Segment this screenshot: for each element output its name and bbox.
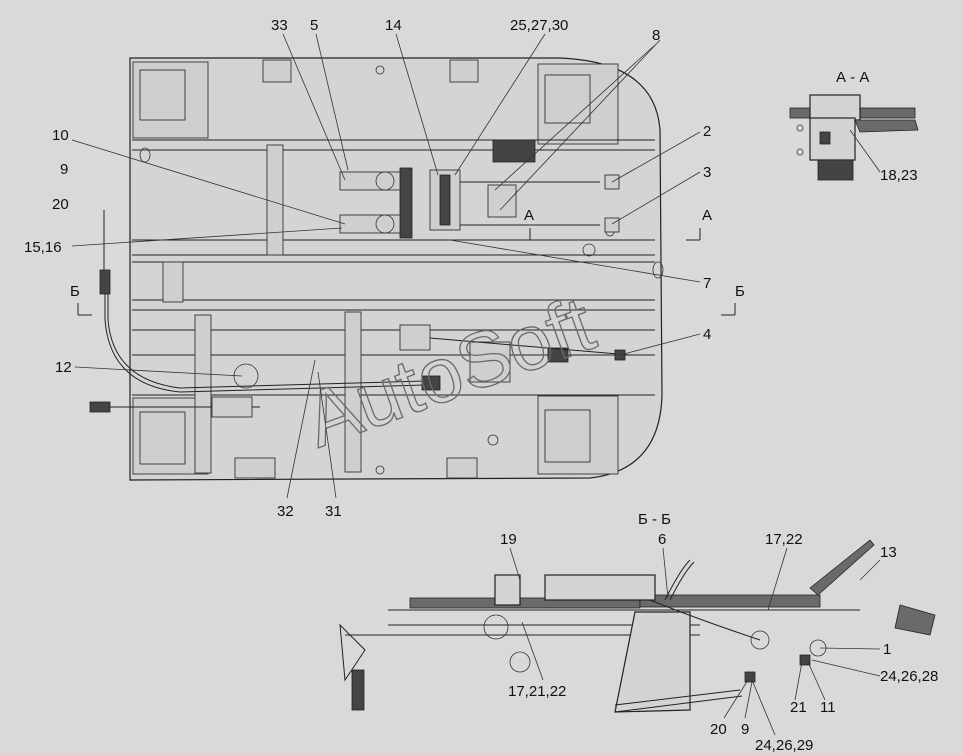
callout-14: 14 bbox=[385, 17, 402, 34]
master-cylinders bbox=[339, 167, 620, 239]
callout-24-26-29: 24,26,29 bbox=[755, 737, 813, 754]
marker-a-right: А bbox=[702, 207, 712, 224]
callout-6: 6 bbox=[658, 531, 666, 548]
marker-a-left: А bbox=[524, 207, 534, 224]
section-aa bbox=[789, 94, 919, 181]
callout-18-23: 18,23 bbox=[880, 167, 918, 184]
callout-9-bottom: 9 bbox=[741, 721, 749, 738]
callout-17-21-22: 17,21,22 bbox=[508, 683, 566, 700]
section-markers: А А Б Б А - А Б - Б bbox=[70, 69, 869, 528]
callout-11: 11 bbox=[820, 699, 836, 716]
callout-3: 3 bbox=[703, 164, 711, 181]
marker-b-right: Б bbox=[735, 283, 745, 300]
leader-lines bbox=[71, 33, 881, 736]
section-bb-title: Б - Б bbox=[638, 511, 671, 528]
callout-7: 7 bbox=[703, 275, 711, 292]
callout-19: 19 bbox=[500, 531, 517, 548]
callout-15-16: 15,16 bbox=[24, 239, 62, 256]
callout-25-27-30: 25,27,30 bbox=[510, 17, 568, 34]
marker-b-left: Б bbox=[70, 283, 80, 300]
callout-13: 13 bbox=[880, 544, 897, 561]
callout-24-26-28: 24,26,28 bbox=[880, 668, 938, 685]
callout-labels: 33 5 14 25,27,30 8 2 3 10 9 20 15,16 7 4… bbox=[24, 17, 938, 754]
callout-8: 8 bbox=[652, 27, 660, 44]
callout-20-top: 20 bbox=[52, 196, 69, 213]
callout-5: 5 bbox=[310, 17, 318, 34]
callout-2: 2 bbox=[703, 123, 711, 140]
callout-17-22: 17,22 bbox=[765, 531, 803, 548]
callout-10: 10 bbox=[52, 127, 69, 144]
callout-33: 33 bbox=[271, 17, 288, 34]
callout-21: 21 bbox=[790, 699, 807, 716]
callout-12: 12 bbox=[55, 359, 72, 376]
callout-31: 31 bbox=[325, 503, 342, 520]
parking-brake-cable bbox=[89, 210, 631, 418]
callout-9-top: 9 bbox=[60, 161, 68, 178]
callout-20-bottom: 20 bbox=[710, 721, 727, 738]
callout-32: 32 bbox=[277, 503, 294, 520]
plan-view bbox=[89, 57, 664, 481]
section-bb bbox=[339, 539, 936, 713]
callout-4: 4 bbox=[703, 326, 711, 343]
callout-1: 1 bbox=[883, 641, 891, 658]
section-aa-title: А - А bbox=[836, 69, 869, 86]
